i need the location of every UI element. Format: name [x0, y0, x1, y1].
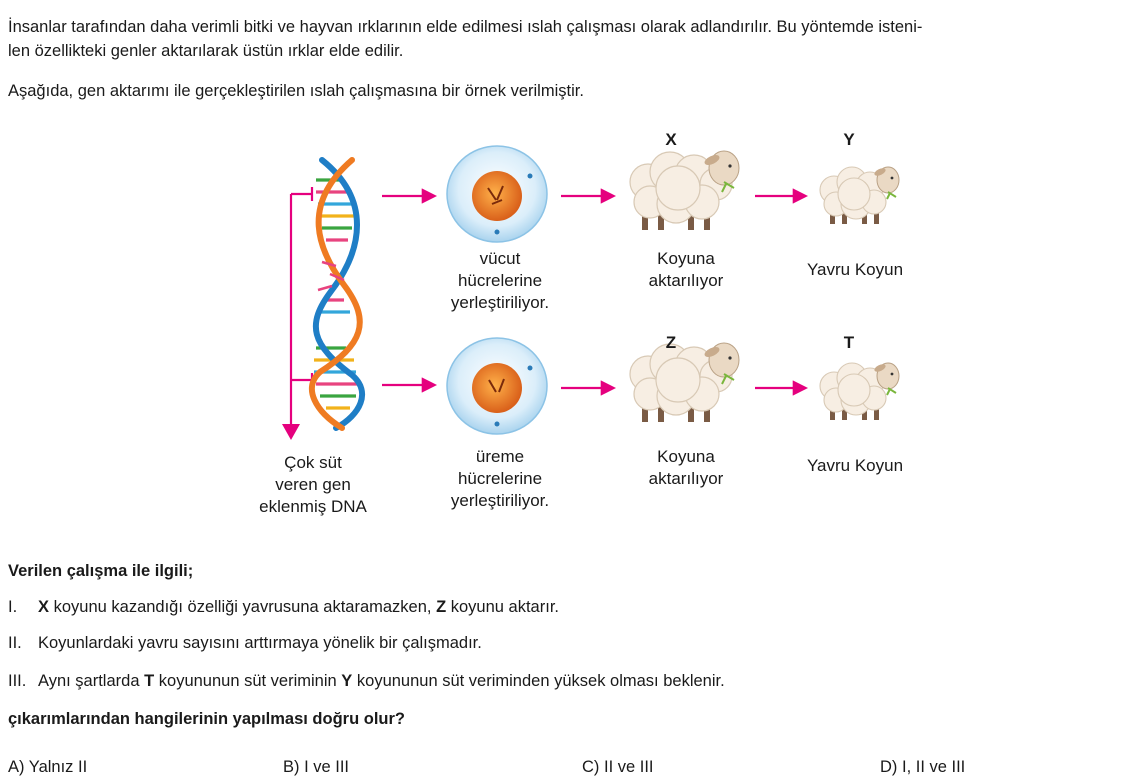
intro-line-1: İnsanlar tarafından daha verimli bitki v…	[8, 18, 923, 36]
intro-line-2: len özellikteki genler aktarılarak üstün…	[8, 42, 404, 60]
top-sheep-label: Koyuna aktarılıyor	[648, 249, 724, 290]
statement-i: I.X koyunu kazandığı özelliği yavrusuna …	[8, 598, 559, 616]
statement-iii: III.Aynı şartlarda T koyununun süt verim…	[8, 672, 725, 690]
flow-arrows	[382, 188, 809, 396]
bottom-lamb-label: Yavru Koyun	[806, 456, 904, 475]
sheep-z-icon	[629, 342, 740, 422]
dna-bracket	[282, 187, 314, 440]
sheep-x-icon	[629, 150, 740, 230]
label-x: X	[665, 130, 677, 149]
body-cell-label: vücut hücrelerine yerleştiriliyor.	[450, 249, 550, 312]
reproductive-cell-icon	[446, 337, 548, 435]
dna-label: Çok süt veren gen eklenmiş DNA	[259, 453, 367, 516]
reproductive-cell-label: üreme hücrelerine yerleştiriliyor.	[450, 447, 550, 510]
lamb-y-icon	[819, 166, 900, 224]
intro-line-3: Aşağıda, gen aktarımı ile gerçekleştiril…	[8, 82, 584, 100]
choice-a[interactable]: A) Yalnız II	[8, 758, 88, 776]
dna-helix-icon	[308, 157, 366, 431]
top-lamb-label: Yavru Koyun	[806, 260, 904, 279]
choice-c[interactable]: C) II ve III	[582, 758, 654, 776]
body-cell-icon	[446, 145, 548, 243]
label-y: Y	[843, 130, 855, 149]
question-prompt: çıkarımlarından hangilerinin yapılması d…	[8, 710, 405, 728]
question-lead: Verilen çalışma ile ilgili;	[8, 562, 194, 580]
bottom-sheep-label: Koyuna aktarılıyor	[648, 447, 724, 488]
choice-d[interactable]: D) I, II ve III	[880, 758, 966, 776]
label-t: T	[843, 333, 855, 352]
lamb-t-icon	[819, 362, 900, 420]
label-z: Z	[665, 333, 677, 352]
choice-b[interactable]: B) I ve III	[283, 758, 350, 776]
statement-ii: II.Koyunlardaki yavru sayısını arttırmay…	[8, 634, 482, 652]
